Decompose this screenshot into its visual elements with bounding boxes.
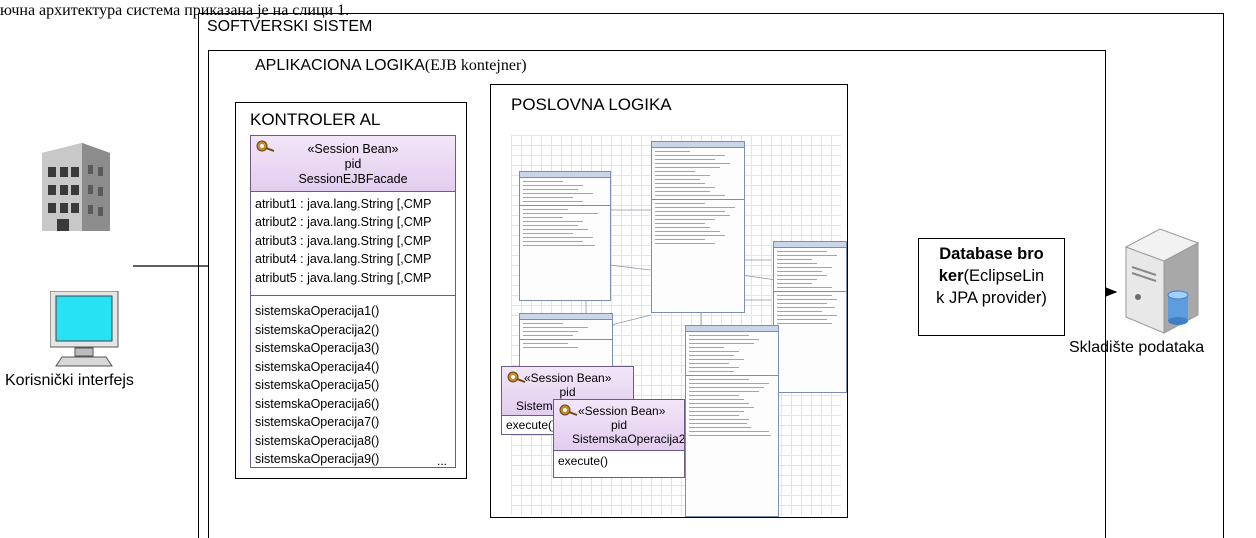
operation-item: sistemskaOperacija8() <box>255 433 380 448</box>
uml-class-box <box>685 325 779 517</box>
bean-operations: sistemskaOperacija1() sistemskaOperacija… <box>251 296 455 469</box>
server-database-icon <box>1124 228 1200 334</box>
building-icon <box>42 143 110 231</box>
bean-pid: pid <box>610 418 627 432</box>
aplikaciona-logika-title: APLIKACIONA LOGIKA(EJB kontejner) <box>255 57 527 74</box>
bean-operation: execute() <box>558 454 609 468</box>
uml-class-box <box>651 141 745 313</box>
skladiste-podataka-label: Skladište podataka <box>1069 339 1205 356</box>
operation-item: sistemskaOperacija4() <box>255 359 380 374</box>
operation-item: sistemskaOperacija7() <box>255 415 380 429</box>
bean-stereotype: «Session Bean» <box>578 404 666 418</box>
operation-item: sistemskaOperacija6() <box>255 396 380 411</box>
session-ejb-facade-bean[interactable]: «Session Bean» pid SessionEJBFacade atri… <box>250 135 456 468</box>
session-bean-gear-icon <box>256 140 275 152</box>
operation-item: sistemskaOperacija1() <box>255 304 380 318</box>
monitor-icon <box>50 291 119 367</box>
bean-pid: pid <box>344 157 362 171</box>
kontroler-al-title: KONTROLER AL <box>250 110 381 129</box>
attribute-item: atribut3 : java.lang.String [,CMP <box>255 233 432 248</box>
top-text-fragment: ючна архитектура система приказана је на… <box>0 2 350 19</box>
attribute-item: atribut5 : java.lang.String [,CMP <box>255 270 432 285</box>
bean-stereotype: «Session Bean» <box>524 371 612 385</box>
bean-header: «Session Bean» pid SistemskaOperacija2 <box>554 400 684 451</box>
softverski-sistem-frame: SOFTVERSKI SISTEM <box>198 13 1224 538</box>
poslovna-logika-title: POSLOVNA LOGIKA <box>511 95 672 114</box>
uml-relations <box>585 209 777 326</box>
poslovna-logika-box: POSLOVNA LOGIKA <box>490 84 848 518</box>
uml-class-box <box>773 241 847 393</box>
session-bean-gear-icon <box>559 404 578 416</box>
bean-pid: pid <box>559 385 576 399</box>
database-broker-box: Database broker(EclipseLink JPA provider… <box>918 238 1065 336</box>
operation-item: sistemskaOperacija2() <box>255 322 380 337</box>
softverski-sistem-title: SOFTVERSKI SISTEM <box>207 18 373 35</box>
bean-name: SistemskaOperacija2 <box>572 432 684 446</box>
uml-class-box <box>519 171 611 301</box>
session-bean-gear-icon <box>507 371 526 383</box>
bean-attributes: atribut1 : java.lang.String [,CMP atribu… <box>251 192 455 296</box>
bean-operation: execute() <box>506 418 557 432</box>
database-broker-text: Database broker(EclipseLink JPA provider… <box>936 245 1047 307</box>
operation-item: sistemskaOperacija9() <box>255 452 380 466</box>
operation-item: sistemskaOperacija3() <box>255 341 380 355</box>
operation-item: sistemskaOperacija5() <box>255 378 380 392</box>
attribute-item: atribut1 : java.lang.String [,CMP <box>255 197 432 211</box>
attribute-item: atribut2 : java.lang.String [,CMP <box>255 215 432 230</box>
sistemska-operacija2-bean[interactable]: «Session Bean» pid SistemskaOperacija2 e… <box>553 399 685 478</box>
bean-header: «Session Bean» pid SessionEJBFacade <box>251 136 455 192</box>
bean-stereotype: «Session Bean» <box>307 142 399 156</box>
korisnicki-interfejs-label: Korisnički interfejs <box>5 372 134 389</box>
operations-ellipsis: ... <box>436 454 447 468</box>
attribute-item: atribut4 : java.lang.String [,CMP <box>255 252 432 267</box>
bean-name: SessionEJBFacade <box>298 172 408 186</box>
